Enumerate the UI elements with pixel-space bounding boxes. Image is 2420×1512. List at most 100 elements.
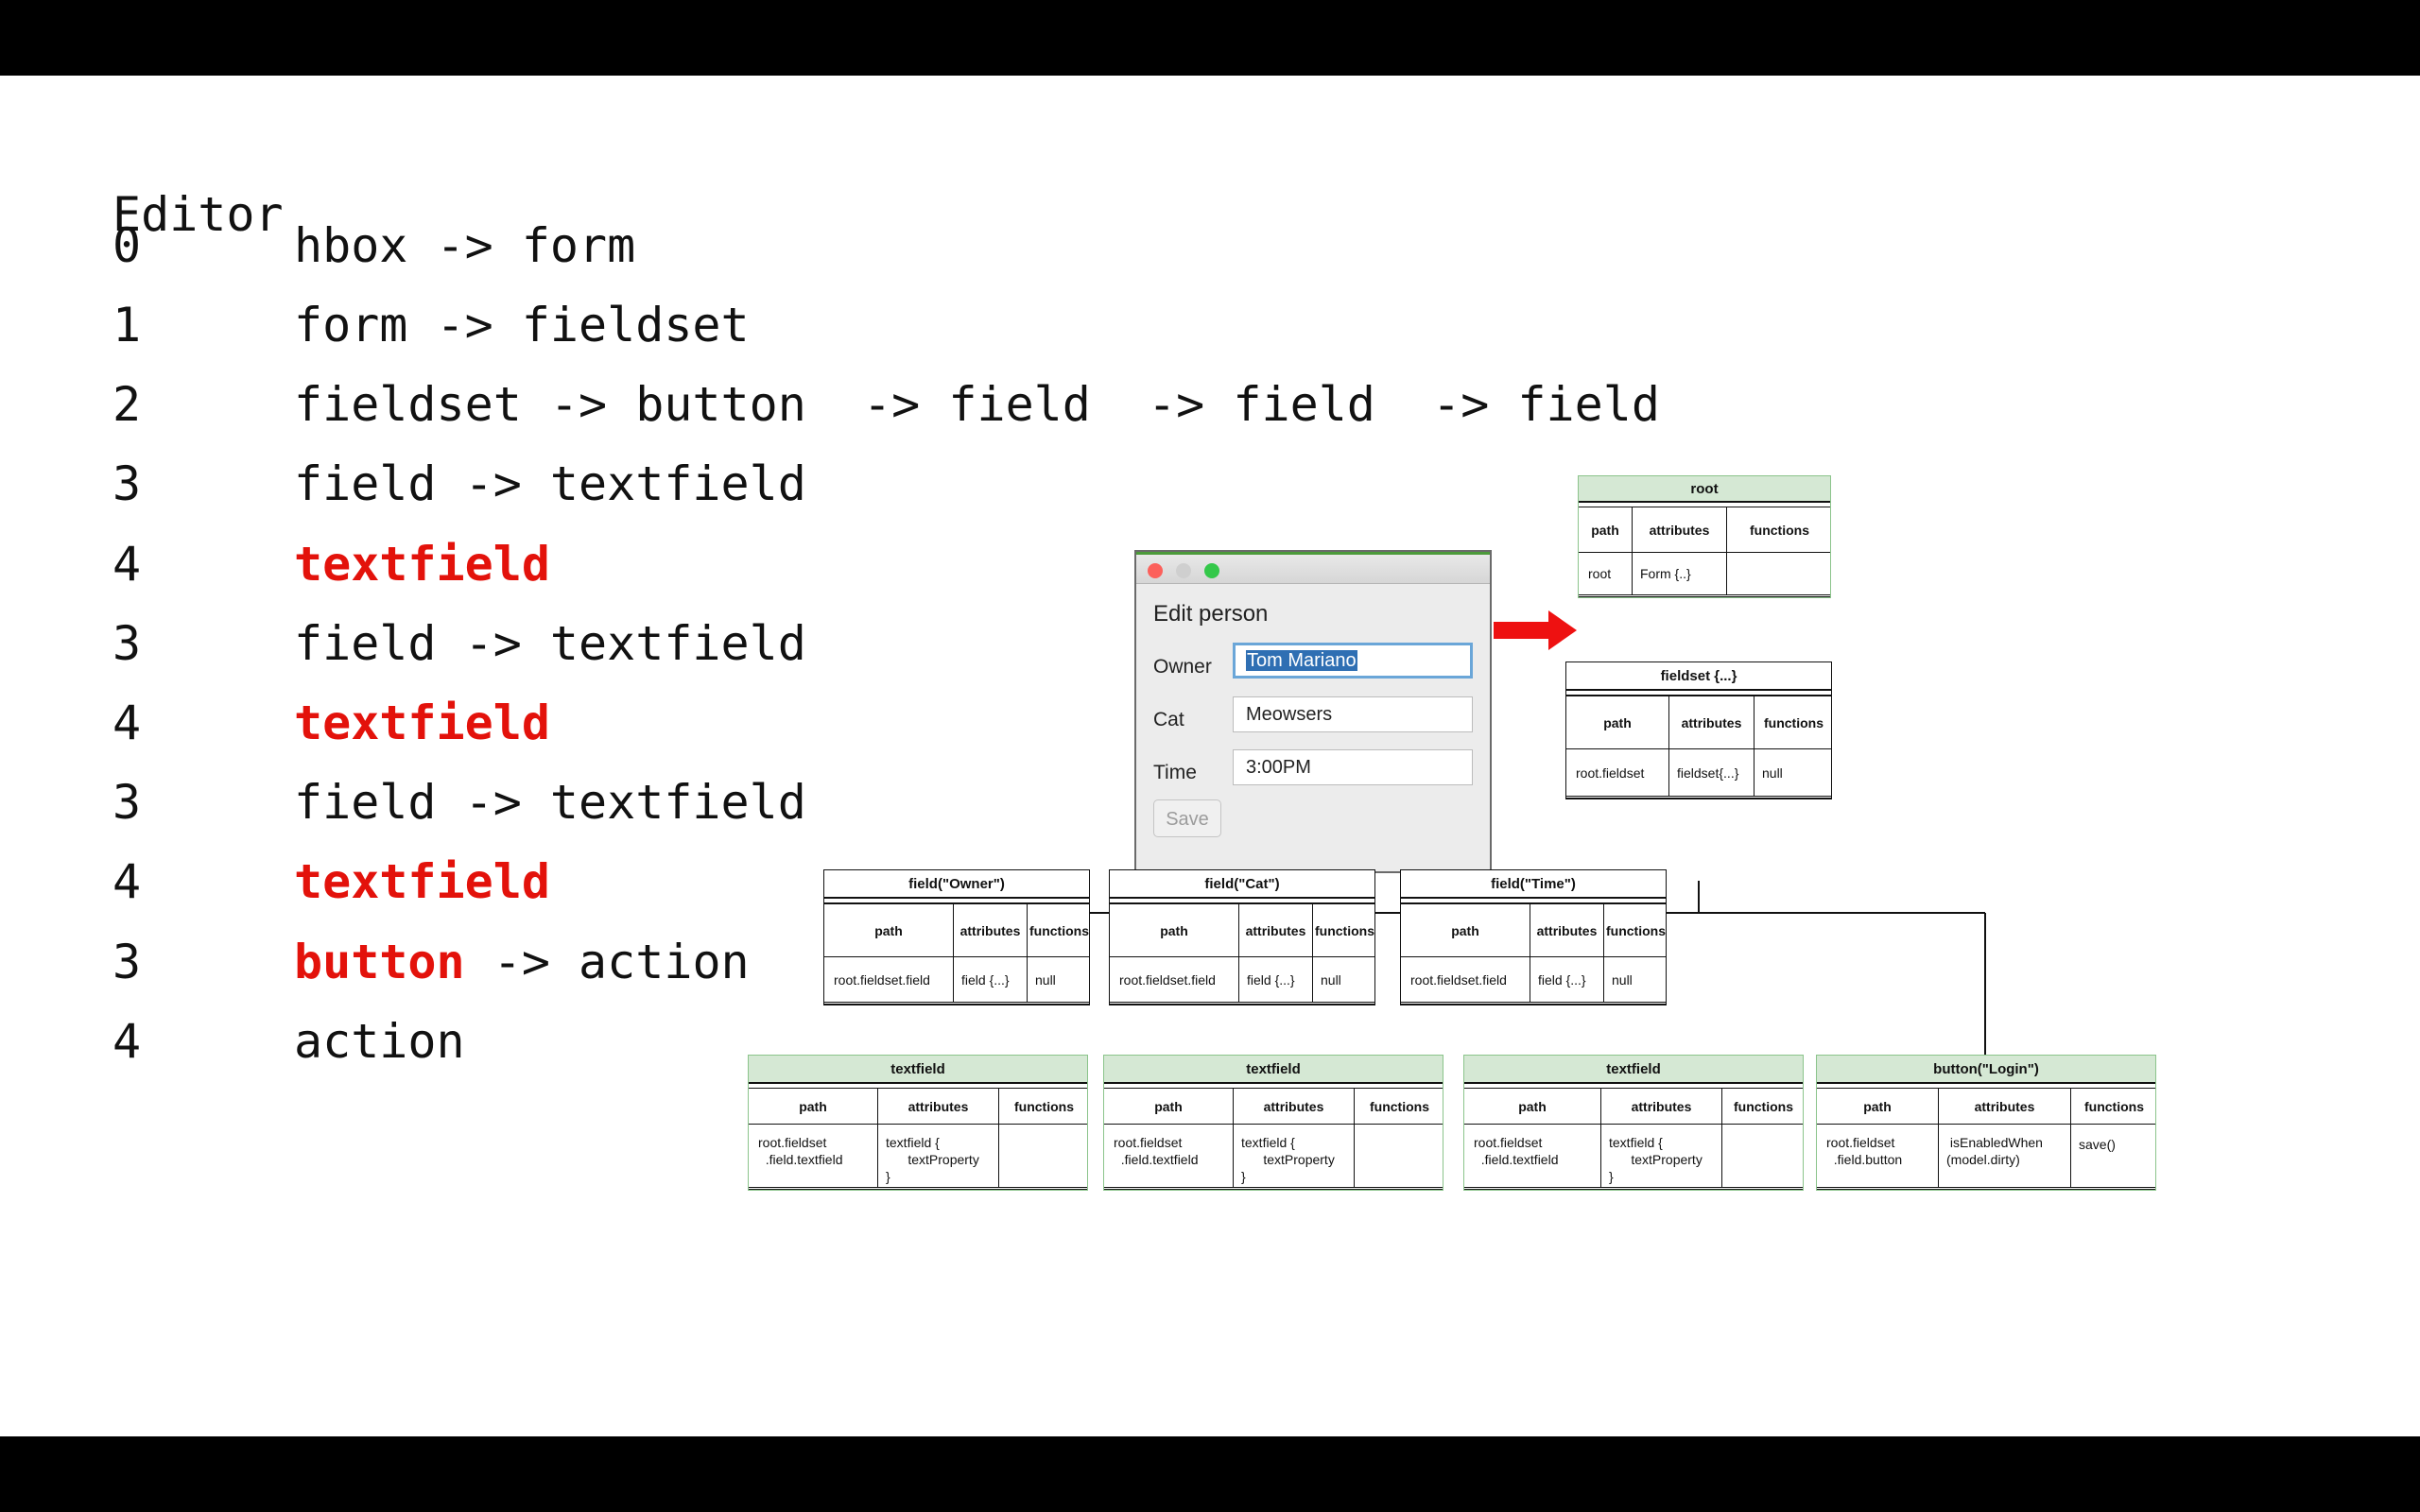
code-line-text: hbox -> form [294,222,635,269]
node-path-value: root [1588,566,1612,581]
node-title: field("Owner") [824,870,1089,899]
owner-input[interactable]: Tom Mariano [1233,643,1473,679]
node-attributes-value: fieldset{...} [1677,765,1739,781]
close-window-icon[interactable] [1148,563,1163,578]
code-line-number: 0 [112,218,142,273]
dialog-title: Edit person [1153,601,1269,627]
node-cell-path: root.fieldset .field.textfield [1104,1125,1233,1187]
node-header-functions: functions [1603,904,1668,956]
node-data-row: root.fieldset .field.textfield textfield … [749,1125,1087,1187]
node-attributes-value: isEnabledWhen (model.dirty) [1946,1135,2043,1167]
code-segment: hbox -> form [294,218,636,273]
node-cell-path: root.fieldset.field [1401,957,1530,1002]
node-title: button("Login") [1817,1056,2155,1084]
code-line-text: textfield [294,858,550,905]
node-path-value: root.fieldset .field.textfield [758,1135,843,1167]
node-header-attributes: attributes [1233,1089,1354,1124]
node-cell-functions: null [1603,957,1668,1002]
node-cell-attributes: isEnabledWhen (model.dirty) [1938,1125,2070,1187]
zoom-window-icon[interactable] [1204,563,1219,578]
code-keyword-highlight: button [294,935,465,989]
node-header-attributes: attributes [953,904,1027,956]
save-button[interactable]: Save [1153,799,1221,837]
code-line-text: form -> fieldset [294,301,750,349]
node-path-value: root.fieldset.field [834,971,930,988]
cat-label: Cat [1153,709,1184,730]
code-line-number: 3 [112,935,142,989]
node-cell-attributes: Form {..} [1632,553,1726,594]
node-header-path: path [1451,923,1479,938]
node-attributes-value: textfield { textProperty } [886,1135,979,1184]
node-cell-functions: null [1754,749,1833,796]
code-line-text: button -> action [294,938,750,986]
node-cell-functions: null [1027,957,1091,1002]
node-header-functions: functions [1726,507,1832,552]
node-data-row: root.fieldset .field.button isEnabledWhe… [1817,1125,2155,1187]
code-segment: action [294,1014,465,1069]
node-header-functions: functions [2070,1089,2157,1124]
code-segment: field -> textfield [294,775,806,830]
node-header-functions: functions [1721,1089,1805,1124]
node-header-attributes: attributes [1938,1089,2070,1124]
code-line-number: 4 [112,537,142,592]
node-functions-value: null [1762,765,1783,781]
node-title: textfield [1104,1056,1443,1084]
red-arrow-icon [1494,610,1577,650]
node-header-path: path [1863,1099,1892,1114]
node-data-row: root Form {..} [1579,553,1830,594]
node-cell-functions [1354,1125,1444,1187]
node-cell-functions [1726,553,1832,594]
node-cell-functions: save() [2070,1125,2157,1187]
code-line-number: 3 [112,616,142,671]
node-data-row: root.fieldset fieldset{...} null [1566,749,1831,796]
time-label: Time [1153,762,1197,783]
node-header-functions: functions [1312,904,1376,956]
code-keyword-highlight: textfield [294,696,550,750]
code-line-text: field -> textfield [294,779,806,826]
node-cell-path: root.fieldset .field.textfield [749,1125,877,1187]
node-path-value: root.fieldset .field.textfield [1474,1135,1559,1167]
node-functions-value: null [1612,971,1633,988]
code-line-number: 2 [112,377,142,432]
node-cell-functions [998,1125,1089,1187]
node-functions-value: null [1321,971,1341,988]
node-cell-attributes: field {...} [953,957,1027,1002]
code-line-text: textfield [294,541,550,588]
code-segment: -> action [464,935,750,989]
node-cell-path: root.fieldset .field.button [1817,1125,1938,1187]
node-cell-attributes: textfield { textProperty } [877,1125,998,1187]
node-cell-attributes: field {...} [1238,957,1312,1002]
time-input[interactable]: 3:00PM [1233,749,1473,785]
cat-input[interactable]: Meowsers [1233,696,1473,732]
slide-heading: Editor [112,187,284,242]
node-attributes-value: field {...} [961,971,1010,988]
code-line-number: 4 [112,1014,142,1069]
node-attributes-value: field {...} [1538,971,1586,988]
node-cell-path: root.fieldset.field [1110,957,1238,1002]
code-line-text: textfield [294,699,550,747]
node-header-functions: functions [1027,904,1091,956]
node-path-value: root.fieldset .field.button [1826,1135,1903,1167]
minimize-window-icon[interactable] [1176,563,1191,578]
node-attributes-value: field {...} [1247,971,1295,988]
node-path-value: root.fieldset [1576,765,1645,781]
node-path-value: root.fieldset.field [1119,971,1216,988]
node-header-path: path [874,923,903,938]
node-data-row: root.fieldset.field field {...} null [824,957,1089,1002]
node-attributes-value: Form {..} [1640,566,1691,581]
node-header-path: path [1154,1099,1183,1114]
